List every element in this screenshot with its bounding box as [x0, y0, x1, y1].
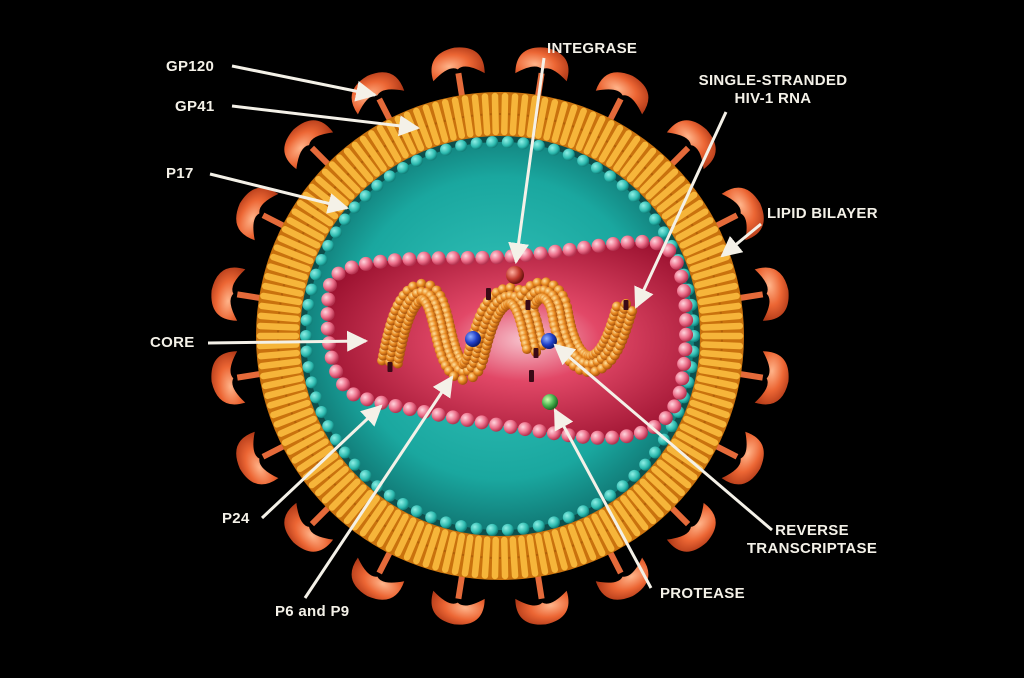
rna-end-marker	[486, 288, 491, 300]
p17-label: P17	[166, 165, 194, 182]
core-label: CORE	[150, 334, 195, 351]
integrase-label: INTEGRASE	[547, 40, 638, 57]
arrow-reverse-transcriptase	[553, 343, 773, 532]
rna-end-marker	[533, 348, 539, 358]
integrase-molecule	[506, 266, 524, 284]
reverse-transcriptase-line2: TRANSCRIPTASE	[746, 540, 878, 557]
arrow-protease	[553, 408, 653, 589]
rna-end-marker	[525, 300, 531, 310]
p6-p9-label: P6 and P9	[275, 603, 350, 620]
p17-protein-beads	[300, 136, 700, 536]
protease-molecule	[542, 394, 558, 410]
rna-end-marker	[387, 362, 393, 372]
reverse-transcriptase-line1: REVERSE	[775, 522, 849, 539]
arrow-p6p9	[303, 375, 454, 599]
protease-label: PROTEASE	[660, 585, 745, 602]
arrow-p24	[260, 404, 383, 520]
rna-label: SINGLE-STRANDED HIV-1 RNA	[668, 72, 878, 108]
arrow-gp120	[231, 64, 378, 102]
rna-label-line1: SINGLE-STRANDED	[698, 72, 848, 89]
arrow-core	[207, 330, 369, 352]
arrow-lipid	[720, 222, 762, 258]
arrow-integrase	[508, 57, 546, 265]
arrow-gp41	[231, 104, 421, 137]
arrow-rna	[634, 111, 728, 309]
reverse-transcriptase-label: REVERSE TRANSCRIPTASE	[728, 522, 896, 558]
gp41-label: GP41	[175, 98, 215, 115]
p24-capsid-beads	[320, 234, 694, 445]
lipid-bilayer-label: LIPID BILAYER	[767, 205, 878, 222]
gp120-label: GP120	[166, 58, 215, 75]
enzymes	[465, 266, 558, 410]
arrow-p17	[209, 172, 350, 214]
rna-end-marker	[529, 370, 534, 382]
reverse-transcriptase-left	[465, 331, 481, 347]
rna-label-line2: HIV-1 RNA	[734, 90, 812, 107]
rna-strands	[377, 277, 638, 385]
rna-end-marker	[623, 300, 629, 310]
label-arrows	[207, 57, 773, 599]
reverse-transcriptase-right	[541, 333, 557, 349]
p24-label: P24	[222, 510, 250, 527]
